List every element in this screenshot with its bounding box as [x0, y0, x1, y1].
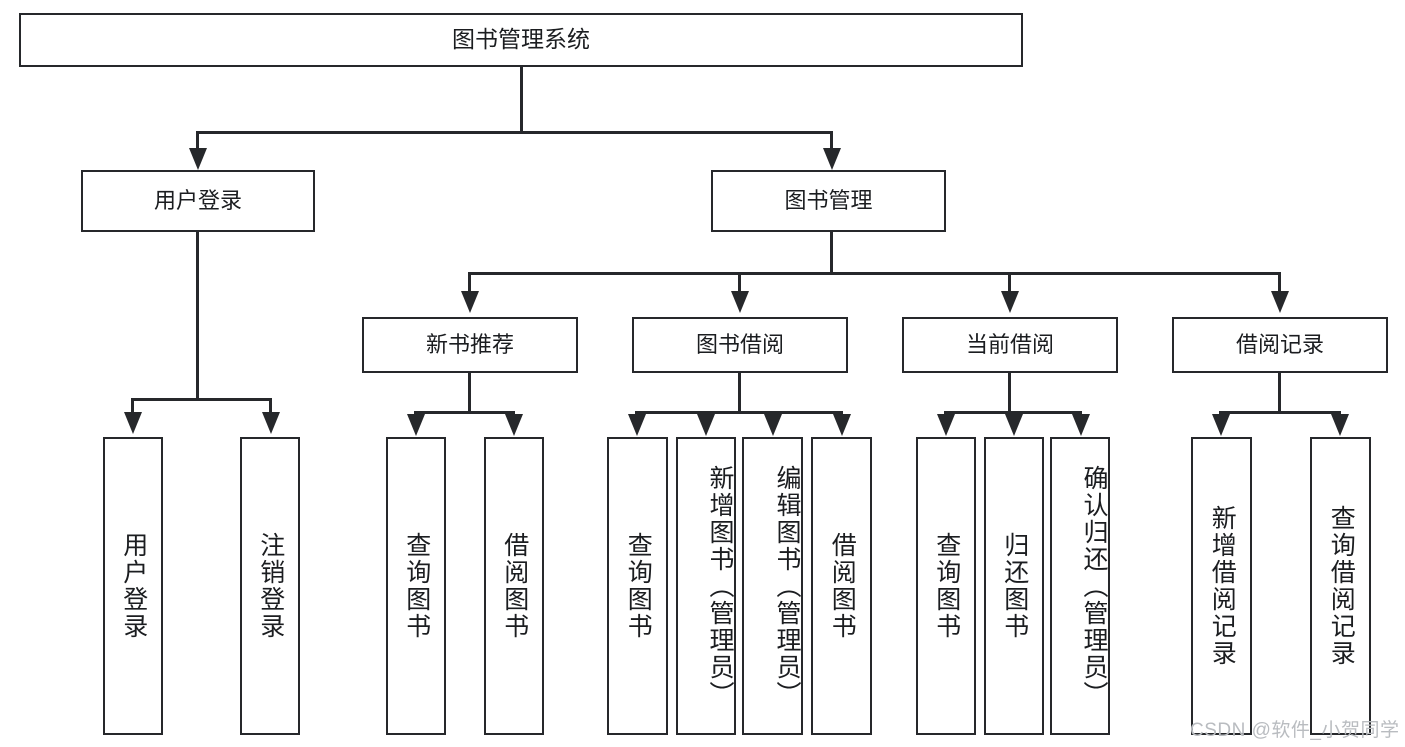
node-new-book-recommend[interactable]: 新书推荐 [362, 317, 578, 373]
edge-user-drop-1 [131, 398, 134, 415]
node-label: 图书借阅 [695, 332, 784, 358]
arrow-to-leaf-query-record [1331, 414, 1349, 436]
node-root-system[interactable]: 图书管理系统 [19, 13, 1023, 67]
node-label: 当前借阅 [965, 332, 1054, 358]
leaf-label: 查询图书 [624, 532, 653, 640]
leaf-label: 新增图书（管理员） [706, 464, 734, 708]
arrow-to-leaf-add-book [697, 414, 715, 436]
leaf-add-borrow-record[interactable]: 新增借阅记录 [1191, 437, 1252, 735]
arrow-to-leaf-confirm-return [1072, 414, 1090, 436]
leaf-edit-book-admin[interactable]: 编辑图书（管理员） [742, 437, 803, 735]
edge-borrow-bus [635, 411, 843, 414]
edge-user-bus [131, 398, 272, 401]
node-label: 借阅记录 [1235, 332, 1324, 358]
leaf-label: 查询图书 [932, 532, 961, 640]
node-label: 图书管理系统 [452, 26, 590, 53]
node-borrow-record[interactable]: 借阅记录 [1172, 317, 1388, 373]
leaf-query-book-current[interactable]: 查询图书 [916, 437, 976, 735]
node-book-borrow[interactable]: 图书借阅 [632, 317, 848, 373]
node-current-borrow[interactable]: 当前借阅 [902, 317, 1118, 373]
leaf-logout[interactable]: 注销登录 [240, 437, 300, 735]
arrow-to-leaf-edit-book [764, 414, 782, 436]
edge-level3-drop-3 [1008, 272, 1011, 294]
arrow-to-leaf-query-book-3 [937, 414, 955, 436]
edge-user-stem [196, 232, 199, 400]
leaf-user-login[interactable]: 用户登录 [103, 437, 163, 735]
edge-level3-drop-1 [468, 272, 471, 294]
arrow-to-user-login [189, 148, 207, 170]
edge-level2-drop-book [830, 131, 833, 151]
node-book-management[interactable]: 图书管理 [711, 170, 946, 232]
leaf-label: 借阅图书 [828, 532, 857, 640]
leaf-label: 注销登录 [256, 532, 285, 640]
edge-recommend-bus [414, 411, 514, 414]
node-label: 新书推荐 [425, 332, 514, 358]
arrow-to-leaf-user-login [124, 412, 142, 434]
leaf-label: 借阅图书 [500, 532, 529, 640]
node-label: 用户登录 [153, 188, 242, 214]
arrow-to-borrow-record [1271, 291, 1289, 313]
leaf-label: 新增借阅记录 [1208, 505, 1237, 667]
leaf-label: 确认归还（管理员） [1080, 464, 1108, 708]
arrow-to-current-borrow [1001, 291, 1019, 313]
node-user-login[interactable]: 用户登录 [81, 170, 315, 232]
csdn-watermark: CSDN @软件_小贺同学 [1190, 720, 1400, 741]
edge-level2-drop-user [196, 131, 199, 151]
edge-borrow-stem [738, 373, 741, 413]
edge-level3-drop-2 [738, 272, 741, 294]
edge-record-bus [1219, 411, 1341, 414]
leaf-add-book-admin[interactable]: 新增图书（管理员） [676, 437, 736, 735]
leaf-label: 用户登录 [119, 532, 148, 640]
node-label: 图书管理 [784, 188, 873, 214]
leaf-label: 查询图书 [402, 532, 431, 640]
leaf-query-book-borrow[interactable]: 查询图书 [607, 437, 668, 735]
arrow-to-leaf-borrow-book-2 [833, 414, 851, 436]
edge-bookmgmt-stem [830, 232, 833, 274]
leaf-label: 归还图书 [1000, 532, 1029, 640]
arrow-to-leaf-logout [262, 412, 280, 434]
leaf-label: 查询借阅记录 [1327, 505, 1356, 667]
arrow-to-leaf-query-book-2 [628, 414, 646, 436]
edge-level2-bus [196, 131, 833, 134]
arrow-to-leaf-add-record [1212, 414, 1230, 436]
arrow-to-new-book-recommend [461, 291, 479, 313]
arrow-to-leaf-return-book [1005, 414, 1023, 436]
edge-user-drop-2 [269, 398, 272, 415]
leaf-return-book[interactable]: 归还图书 [984, 437, 1044, 735]
leaf-query-book-recommend[interactable]: 查询图书 [386, 437, 446, 735]
arrow-to-book-manage [823, 148, 841, 170]
edge-current-stem [1008, 373, 1011, 413]
arrow-to-leaf-borrow-book-1 [505, 414, 523, 436]
arrow-to-leaf-query-book-1 [407, 414, 425, 436]
leaf-confirm-return-admin[interactable]: 确认归还（管理员） [1050, 437, 1110, 735]
edge-level3-bus [468, 272, 1280, 275]
leaf-borrow-book[interactable]: 借阅图书 [811, 437, 872, 735]
edge-root-stem [520, 67, 523, 132]
edge-level3-drop-4 [1278, 272, 1281, 294]
leaf-label: 编辑图书（管理员） [773, 464, 801, 708]
edge-recommend-stem [468, 373, 471, 413]
edge-record-stem [1278, 373, 1281, 413]
leaf-query-borrow-record[interactable]: 查询借阅记录 [1310, 437, 1371, 735]
leaf-borrow-book-recommend[interactable]: 借阅图书 [484, 437, 544, 735]
arrow-to-book-borrow [731, 291, 749, 313]
